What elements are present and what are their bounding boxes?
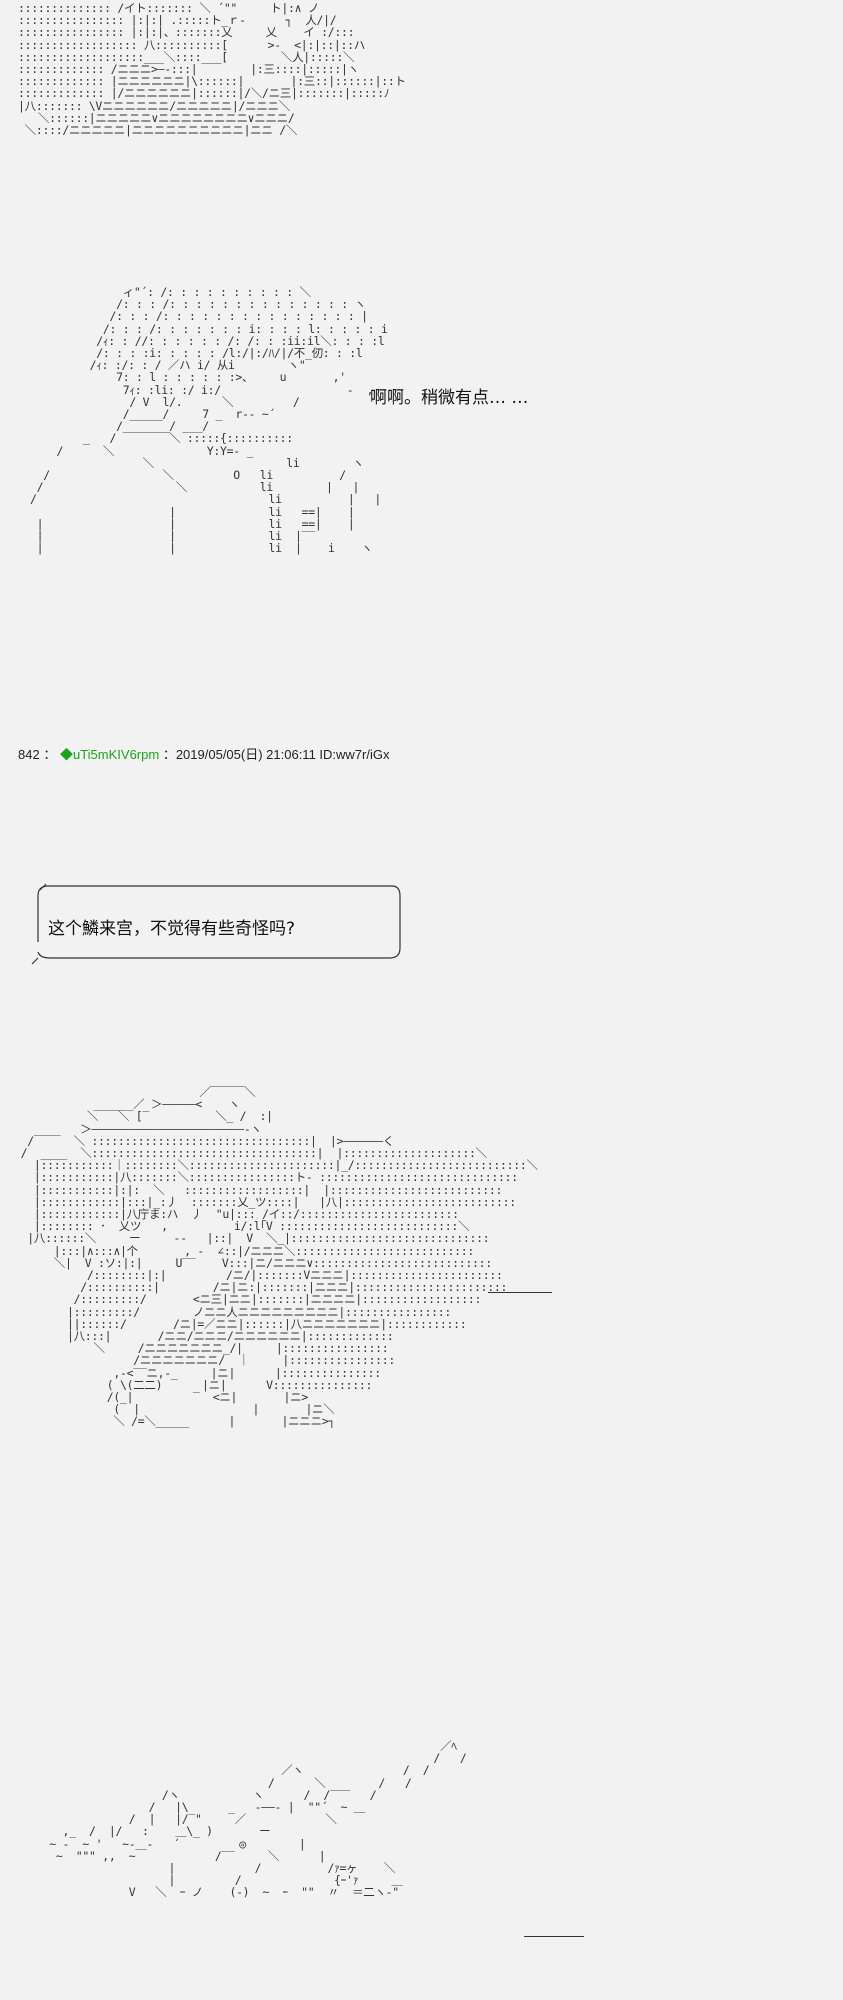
bottom-ascii-art: ／ﾍ / / ／ヽ / / / ＼ / / [49, 1739, 467, 1900]
speech-bubble-frame [31, 883, 401, 965]
main-ascii-art: ／￣￣￣＼ ______／ ＞―――――< ヽ ＼ ＼ [‾ ＼_ / :| _… [20, 1085, 538, 1429]
trip-diamond-icon: ◆ [59, 747, 73, 762]
girl-ascii-art: ィ"´: /: : : : : : : : : : ＼ /: : : /: : … [30, 285, 388, 556]
speech-top: 啊啊。稍微有点… … [370, 388, 529, 408]
bubble-text: 这个鱗来宫，不觉得有些奇怪吗? [48, 919, 296, 939]
post-number: 842 [18, 747, 40, 762]
post-separator: ： [43, 747, 57, 762]
post-header: 842 ： ◆uTi5mKIV6rpm ：2019/05/05(日) 21:06… [18, 744, 389, 763]
right-divider-line [488, 1292, 552, 1293]
post-trip[interactable]: uTi5mKIV6rpm [72, 747, 160, 762]
post-datetime: ：2019/05/05(日) 21:06:11 ID:ww7r/iGx [162, 747, 390, 762]
top-ascii-art: :::::::::::::: /イト::::::: ＼ ´"" ト|:∧ ノ :… [18, 1, 406, 138]
speech-bubble: 这个鱗来宫，不觉得有些奇怪吗? [30, 878, 402, 966]
bottom-right-line [524, 1936, 584, 1937]
